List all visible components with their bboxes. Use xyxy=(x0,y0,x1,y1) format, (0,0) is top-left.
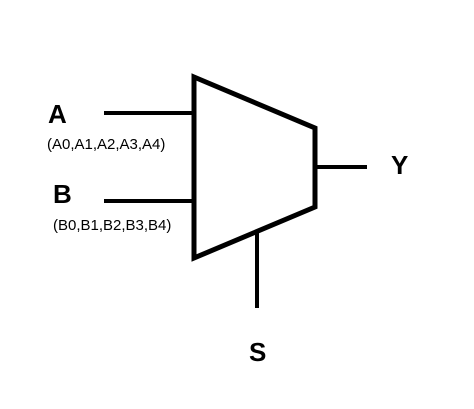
mux-trapezoid-body xyxy=(191,73,318,262)
input-a-bus-label: (A0,A1,A2,A3,A4) xyxy=(47,136,166,153)
output-y-label: Y xyxy=(391,150,409,180)
input-b-label: B xyxy=(53,179,72,209)
select-s-label: S xyxy=(249,337,267,367)
input-a-label: A xyxy=(48,99,67,129)
input-b-bus-label: (B0,B1,B2,B3,B4) xyxy=(53,217,172,234)
